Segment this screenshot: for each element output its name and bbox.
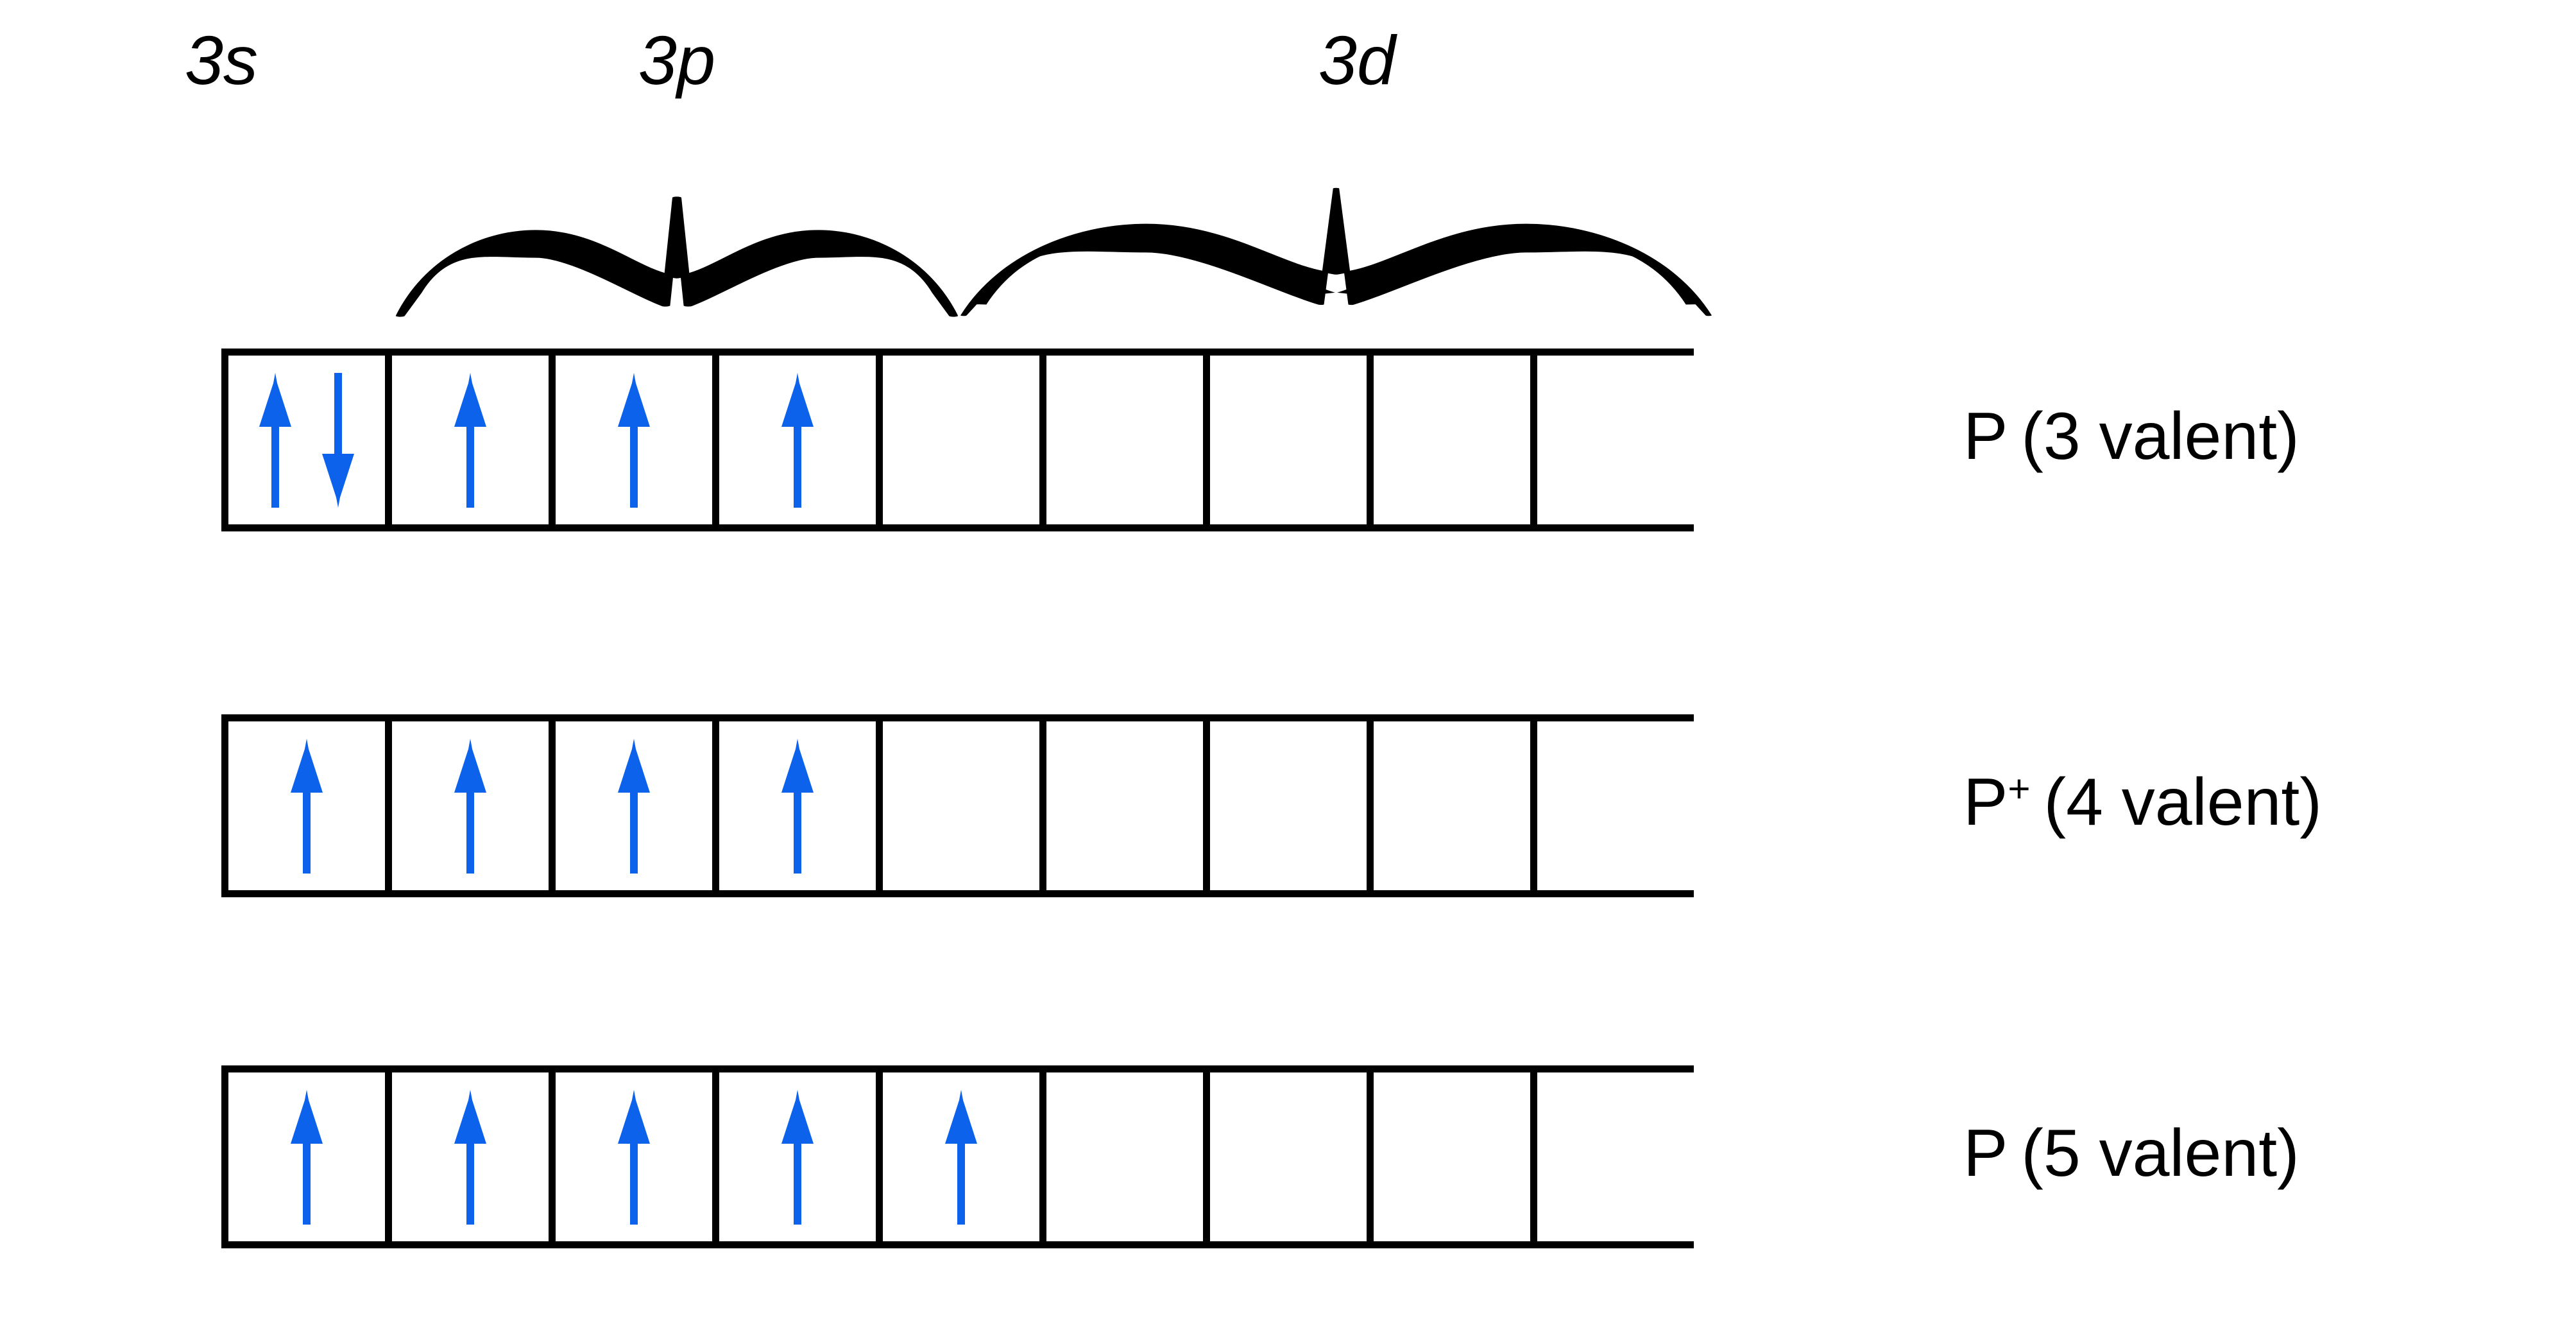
row-p-plus-4-valent bbox=[221, 714, 1701, 897]
caption-spacer bbox=[2008, 1116, 2021, 1191]
orbital-cell[interactable] bbox=[883, 1072, 1046, 1241]
orbital-cell[interactable] bbox=[228, 356, 392, 524]
row-caption: P (3 valent) bbox=[1963, 403, 2299, 470]
orbital-cell[interactable] bbox=[1046, 356, 1210, 524]
spin-up-arrow-icon bbox=[778, 738, 817, 874]
caption-element: P bbox=[1963, 1115, 2008, 1191]
caption-spacer bbox=[2008, 399, 2021, 474]
orbital-cell[interactable] bbox=[883, 356, 1046, 524]
orbital-cell[interactable] bbox=[1374, 356, 1537, 524]
caption-charge: + bbox=[2008, 766, 2031, 810]
spin-up-arrow-icon bbox=[450, 1089, 490, 1225]
brace-3d bbox=[956, 183, 1716, 321]
orbital-cell[interactable] bbox=[1537, 356, 1701, 524]
orbital-cell[interactable] bbox=[228, 1072, 392, 1241]
orbital-cell[interactable] bbox=[883, 721, 1046, 890]
caption-valence: (4 valent) bbox=[2043, 764, 2322, 840]
orbital-cell[interactable] bbox=[719, 721, 883, 890]
caption-element: P bbox=[1963, 399, 2008, 474]
caption-spacer bbox=[2031, 765, 2044, 840]
orbital-cell[interactable] bbox=[1537, 1072, 1701, 1241]
orbital-cell[interactable] bbox=[556, 1072, 719, 1241]
spin-up-arrow-icon bbox=[450, 372, 490, 508]
caption-valence: (3 valent) bbox=[2021, 399, 2299, 474]
spin-up-arrow-icon bbox=[450, 738, 490, 874]
row-p-3-valent bbox=[221, 349, 1701, 531]
spin-down-arrow-icon bbox=[318, 372, 358, 508]
row-caption: P (5 valent) bbox=[1963, 1120, 2299, 1187]
spin-up-arrow-icon bbox=[614, 1089, 654, 1225]
orbital-cell[interactable] bbox=[392, 721, 556, 890]
orbital-cell[interactable] bbox=[392, 356, 556, 524]
orbital-cell[interactable] bbox=[1537, 721, 1701, 890]
shell-label-3p: 3p bbox=[638, 21, 716, 99]
row-p-5-valent bbox=[221, 1065, 1701, 1248]
spin-up-arrow-icon bbox=[287, 738, 327, 874]
spin-up-arrow-icon bbox=[614, 372, 654, 508]
caption-element: P bbox=[1963, 764, 2008, 840]
spin-up-arrow-icon bbox=[255, 372, 295, 508]
orbital-cell[interactable] bbox=[1374, 1072, 1537, 1241]
shell-label-3s: 3s bbox=[184, 21, 259, 99]
orbital-cell[interactable] bbox=[1210, 356, 1374, 524]
spin-up-arrow-icon bbox=[614, 738, 654, 874]
orbital-cell[interactable] bbox=[719, 1072, 883, 1241]
spin-up-arrow-icon bbox=[778, 372, 817, 508]
orbital-cell[interactable] bbox=[1374, 721, 1537, 890]
orbital-cell[interactable] bbox=[556, 356, 719, 524]
orbital-cell[interactable] bbox=[228, 721, 392, 890]
spin-up-arrow-icon bbox=[287, 1089, 327, 1225]
shell-label-3d: 3d bbox=[1318, 21, 1396, 99]
caption-valence: (5 valent) bbox=[2021, 1115, 2299, 1191]
orbital-cell[interactable] bbox=[1210, 721, 1374, 890]
brace-3p bbox=[395, 193, 959, 321]
row-caption: P+ (4 valent) bbox=[1963, 769, 2322, 836]
spin-up-arrow-icon bbox=[941, 1089, 981, 1225]
orbital-cell[interactable] bbox=[1046, 721, 1210, 890]
spin-up-arrow-icon bbox=[778, 1089, 817, 1225]
orbital-cell[interactable] bbox=[719, 356, 883, 524]
orbital-cell[interactable] bbox=[392, 1072, 556, 1241]
orbital-cell[interactable] bbox=[1046, 1072, 1210, 1241]
orbital-cell[interactable] bbox=[1210, 1072, 1374, 1241]
orbital-cell[interactable] bbox=[556, 721, 719, 890]
